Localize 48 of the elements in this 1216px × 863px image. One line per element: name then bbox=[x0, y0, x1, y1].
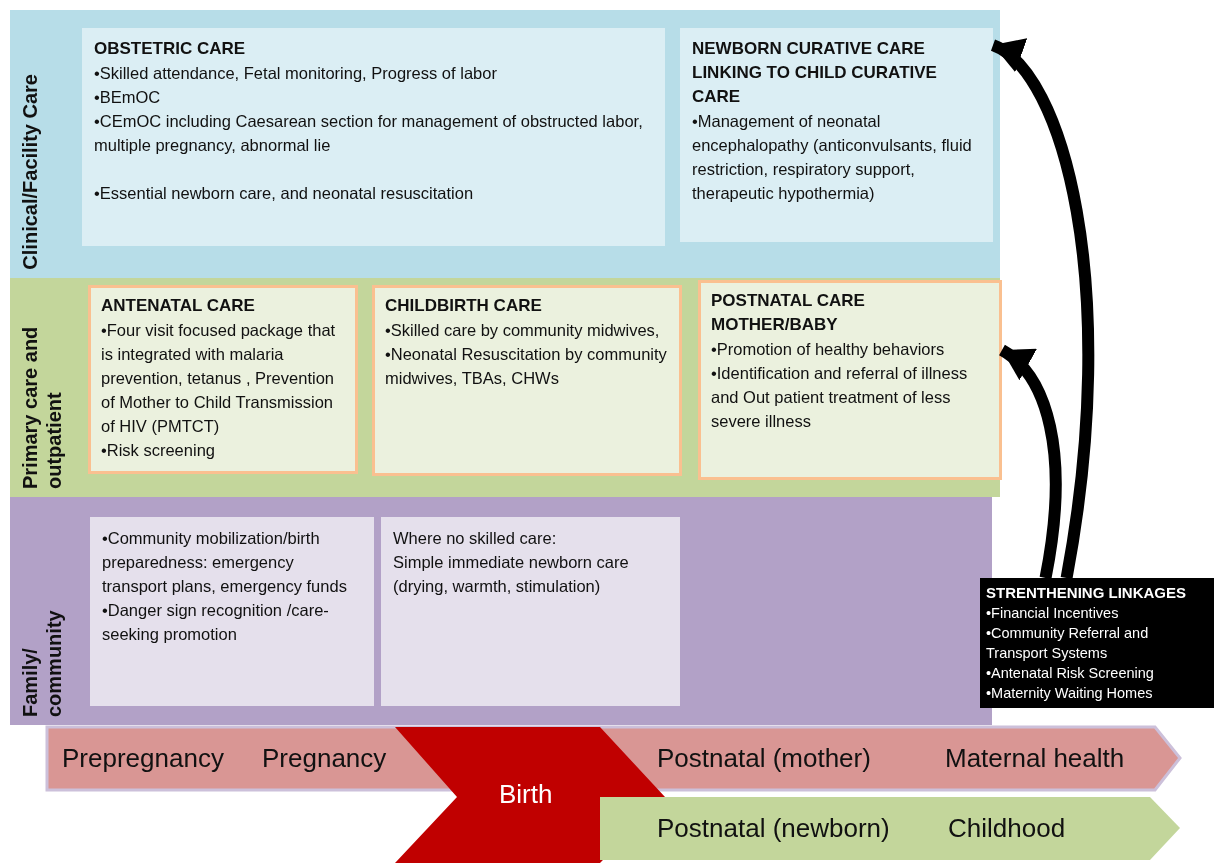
bullet-text: Where no skilled care: bbox=[393, 528, 558, 549]
care-box bbox=[381, 517, 680, 706]
bullet-text: •Danger sign recognition /care-seeking promotion bbox=[102, 600, 330, 645]
life-stage-band bbox=[600, 797, 1180, 860]
bullet-text: •CEmOC including Caesarean section for management of obstructed labor, multiple pregnancy, abnormal lie bbox=[94, 111, 644, 156]
care-level-band bbox=[10, 10, 1000, 278]
stage-label: Childhood bbox=[948, 813, 1066, 843]
box-heading: POSTNATAL CARE MOTHER/BABY bbox=[711, 290, 866, 336]
curved-arrow bbox=[989, 39, 1095, 579]
bullet-text: •Community Referral and Transport Systems bbox=[986, 624, 1150, 663]
care-level-band bbox=[10, 278, 1000, 497]
bullet-text: •Neonatal Resuscitation by community midwives, TBAs, CHWs bbox=[385, 344, 668, 389]
bullet-text: •Four visit focused package that is integrated with malaria prevention, tetanus , Prevention of Mother to Child Transmission of HIV (PMTCT) bbox=[101, 320, 337, 437]
stage-label: Postnatal (newborn) bbox=[657, 813, 890, 843]
stage-label: Birth bbox=[499, 779, 553, 809]
stage-label: Pregnancy bbox=[262, 743, 387, 773]
band-label: Clinical/Facility Care bbox=[18, 74, 42, 270]
care-box bbox=[680, 28, 993, 242]
bullet-text: •Skilled attendance, Fetal monitoring, Progress of labor bbox=[94, 63, 498, 84]
care-box bbox=[372, 285, 682, 476]
care-box bbox=[82, 28, 665, 246]
bullet-text: •Skilled care by community midwives, bbox=[385, 320, 661, 341]
bullet-text: •Financial Incentives bbox=[986, 604, 1120, 623]
linkage-box bbox=[980, 578, 1214, 708]
stage-label: Postnatal (mother) bbox=[657, 743, 871, 773]
box-heading: NEWBORN CURATIVE CARE LINKING TO CHILD CURATIVE CARE bbox=[692, 38, 938, 108]
bullet-text: •Identification and referral of illness and Out patient treatment of less severe illness bbox=[711, 363, 969, 432]
stage-label: Maternal health bbox=[945, 743, 1125, 773]
care-box bbox=[90, 517, 374, 706]
bullet-text: •Antenatal Risk Screening bbox=[986, 664, 1155, 683]
bullet-text: Simple immediate newborn care (drying, warmth, stimulation) bbox=[393, 552, 630, 597]
bullet-text: •Promotion of healthy behaviors bbox=[711, 339, 946, 360]
stage-label: Prepregnancy bbox=[62, 743, 224, 773]
bullet-text: •BEmOC bbox=[94, 87, 162, 108]
band-label: Primary care and outpatient bbox=[18, 325, 66, 489]
box-heading: STRENTHENING LINKAGES bbox=[986, 583, 1187, 603]
band-label: Family/ community bbox=[18, 609, 66, 717]
box-heading: OBSTETRIC CARE bbox=[94, 38, 247, 60]
bullet-text: •Management of neonatal encephalopathy (anticonvulsants, fluid restriction, respiratory support, therapeutic hypothermia) bbox=[692, 111, 973, 204]
bullet-text: •Community mobilization/birth preparedness: emergency transport plans, emergency funds bbox=[102, 528, 348, 597]
care-box bbox=[88, 285, 358, 474]
box-heading: ANTENATAL CARE bbox=[101, 295, 256, 317]
care-box bbox=[698, 280, 1002, 480]
bullet-text: •Essential newborn care, and neonatal resuscitation bbox=[94, 183, 475, 204]
curved-arrow bbox=[998, 345, 1062, 580]
box-heading: CHILDBIRTH CARE bbox=[385, 295, 543, 317]
bullet-text: •Maternity Waiting Homes bbox=[986, 684, 1154, 703]
bullet-text: •Risk screening bbox=[101, 440, 216, 461]
